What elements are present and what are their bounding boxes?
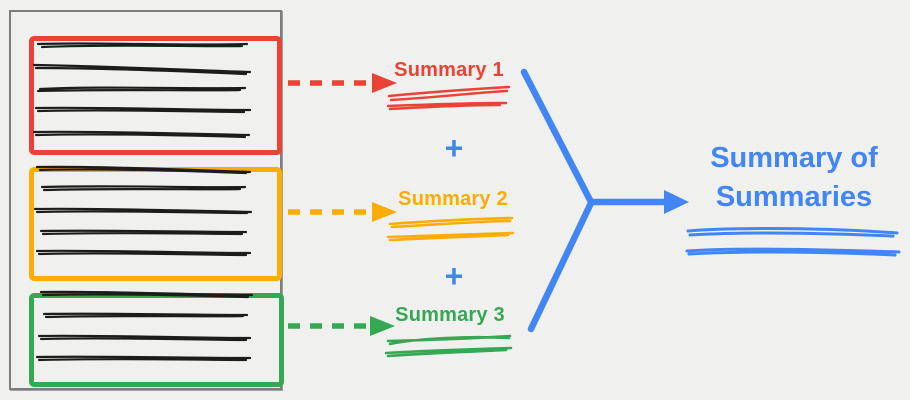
result-title: Summary of Summaries xyxy=(662,139,910,217)
result-title-line1: Summary of xyxy=(710,142,878,174)
result-title-line2: Summaries xyxy=(715,181,873,213)
summary1-underline-scribble xyxy=(386,85,511,111)
summary2-label: Summary 2 xyxy=(398,188,508,210)
result-underline-scribble xyxy=(685,227,901,257)
plus-operator-1: + xyxy=(444,130,464,166)
source-documents-panel xyxy=(9,10,284,390)
summary3-underline-scribble xyxy=(384,334,513,358)
summary3-label: Summary 3 xyxy=(395,304,505,326)
summary2-underline-scribble xyxy=(386,216,515,242)
document-section-3 xyxy=(29,293,284,387)
document-section-2 xyxy=(29,167,282,281)
summary1-label: Summary 1 xyxy=(394,59,504,81)
document-section-1 xyxy=(29,36,282,155)
plus-operator-2: + xyxy=(444,258,464,294)
